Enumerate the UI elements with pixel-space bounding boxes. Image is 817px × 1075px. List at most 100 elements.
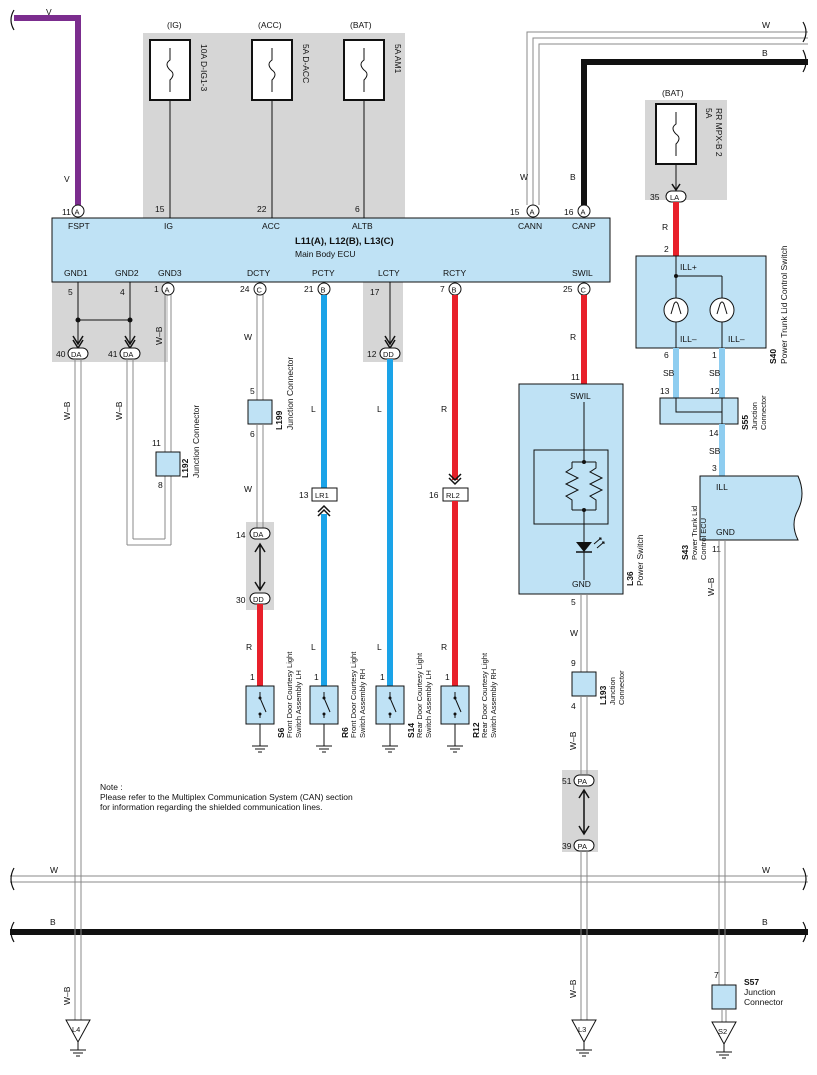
svg-text:DD: DD	[383, 350, 394, 359]
svg-text:L193: L193	[598, 685, 608, 705]
svg-text:1: 1	[314, 672, 319, 682]
svg-text:1: 1	[154, 284, 159, 294]
svg-text:LR1: LR1	[315, 491, 329, 500]
svg-text:Note :: Note :	[100, 782, 123, 792]
svg-text:SB: SB	[709, 368, 721, 378]
svg-text:11: 11	[152, 438, 161, 448]
svg-text:Front Door Courtesy Light: Front Door Courtesy Light	[349, 651, 358, 738]
svg-text:R: R	[441, 642, 447, 652]
main-body-ecu	[51, 217, 611, 283]
svg-text:5: 5	[68, 287, 73, 297]
svg-text:W–B: W–B	[62, 401, 72, 420]
svg-text:13: 13	[299, 490, 309, 500]
svg-text:GND: GND	[572, 579, 591, 589]
ecu-top-pins: 11 A FSPT 15 IG 22 ACC 6 ALTB 15 A CANN …	[62, 204, 596, 231]
svg-text:22: 22	[257, 204, 267, 214]
svg-text:Control ECU: Control ECU	[699, 518, 708, 560]
svg-text:17: 17	[370, 287, 380, 297]
svg-text:A: A	[165, 286, 170, 295]
svg-text:30: 30	[236, 595, 246, 605]
svg-text:Junction Connector: Junction Connector	[191, 405, 201, 478]
svg-text:Rear Door Courtesy Light: Rear Door Courtesy Light	[415, 652, 424, 738]
svg-text:2: 2	[664, 244, 669, 254]
svg-text:4: 4	[120, 287, 125, 297]
svg-text:DA: DA	[71, 350, 81, 359]
l192-junction: 11 8 L192 Junction Connector	[152, 405, 201, 490]
svg-text:21: 21	[304, 284, 314, 294]
svg-text:C: C	[581, 286, 587, 295]
svg-text:IG: IG	[164, 221, 173, 231]
svg-text:5: 5	[250, 386, 255, 396]
svg-text:7: 7	[714, 970, 719, 980]
sb-wires: SB SB 13 12	[660, 348, 725, 398]
svg-text:Junction: Junction	[744, 987, 776, 997]
svg-text:ILL–: ILL–	[728, 334, 745, 344]
svg-text:S57: S57	[744, 977, 759, 987]
svg-text:A: A	[75, 208, 80, 217]
svg-text:Junction: Junction	[608, 677, 617, 705]
svg-text:GND: GND	[716, 527, 735, 537]
svg-text:FSPT: FSPT	[68, 221, 90, 231]
svg-text:W: W	[244, 332, 252, 342]
svg-text:DCTY: DCTY	[247, 268, 270, 278]
svg-text:40: 40	[56, 349, 66, 359]
svg-text:13: 13	[660, 386, 670, 396]
svg-text:11: 11	[712, 544, 721, 554]
svg-text:(BAT): (BAT)	[350, 20, 372, 30]
svg-text:W–B: W–B	[568, 979, 578, 998]
svg-text:Power Trunk Lid: Power Trunk Lid	[690, 506, 699, 560]
lcty-circuit: 12 DD L L	[367, 282, 401, 686]
s43-trunk-ecu: ILL GND S43 Power Trunk Lid Control ECU …	[680, 475, 803, 985]
svg-text:V: V	[64, 174, 70, 184]
svg-text:L192: L192	[180, 458, 190, 478]
svg-text:A: A	[581, 208, 586, 217]
svg-text:35: 35	[650, 192, 660, 202]
svg-text:Please refer to the Multiplex: Please refer to the Multiplex Communicat…	[100, 792, 353, 802]
rcty-circuit: R 16 RL2 R	[429, 295, 469, 686]
svg-text:3: 3	[712, 463, 717, 473]
svg-text:ILL–: ILL–	[680, 334, 697, 344]
svg-text:PCTY: PCTY	[312, 268, 335, 278]
switch-r12: 1 R12 Rear Door Courtesy Light Switch As…	[440, 652, 498, 753]
ground-l4: L4	[65, 1019, 91, 1057]
svg-text:1: 1	[712, 350, 717, 360]
svg-text:for information regarding the: for information regarding the shielded c…	[100, 802, 323, 812]
svg-text:6: 6	[355, 204, 360, 214]
fuse-rr-mpx: (BAT) 5A RR MPX-B 2 35 LA	[650, 88, 724, 203]
svg-text:ACC: ACC	[262, 221, 280, 231]
svg-text:Connector: Connector	[617, 670, 626, 705]
svg-text:W–B: W–B	[62, 986, 72, 1005]
svg-text:CANP: CANP	[572, 221, 596, 231]
svg-text:15: 15	[510, 207, 520, 217]
svg-text:1: 1	[250, 672, 255, 682]
svg-text:W: W	[762, 20, 770, 30]
svg-text:7: 7	[440, 284, 445, 294]
svg-text:5A AM1: 5A AM1	[393, 44, 403, 74]
svg-text:12: 12	[710, 386, 720, 396]
svg-text:39: 39	[562, 841, 572, 851]
svg-text:(BAT): (BAT)	[662, 88, 684, 98]
svg-text:R: R	[246, 642, 252, 652]
svg-text:Front Door Courtesy Light: Front Door Courtesy Light	[285, 651, 294, 738]
svg-text:S55: S55	[740, 415, 750, 430]
svg-text:L4: L4	[72, 1025, 80, 1034]
ecu-title: L11(A), L12(B), L13(C)	[295, 236, 394, 247]
s40-trunk-switch: ILL+ ILL– ILL– S40 Power Trunk Lid Contr…	[635, 245, 789, 364]
svg-text:9: 9	[571, 658, 576, 668]
svg-text:DD: DD	[253, 595, 264, 604]
svg-text:DA: DA	[123, 350, 133, 359]
svg-text:6: 6	[664, 350, 669, 360]
svg-text:Switch Assembly LH: Switch Assembly LH	[424, 670, 433, 738]
svg-text:RL2: RL2	[446, 491, 460, 500]
svg-text:W: W	[244, 484, 252, 494]
svg-text:PA: PA	[578, 842, 587, 851]
note: Note : Please refer to the Multiplex Com…	[100, 782, 353, 812]
svg-text:S6: S6	[276, 727, 286, 738]
svg-text:12: 12	[367, 349, 377, 359]
switch-s6: 1 S6 Front Door Courtesy Light Switch As…	[245, 651, 303, 753]
svg-text:Power Trunk Lid Control Switch: Power Trunk Lid Control Switch	[779, 245, 789, 364]
svg-text:SWIL: SWIL	[572, 268, 593, 278]
svg-text:16: 16	[564, 207, 574, 217]
svg-text:CANN: CANN	[518, 221, 542, 231]
svg-text:R: R	[662, 222, 668, 232]
